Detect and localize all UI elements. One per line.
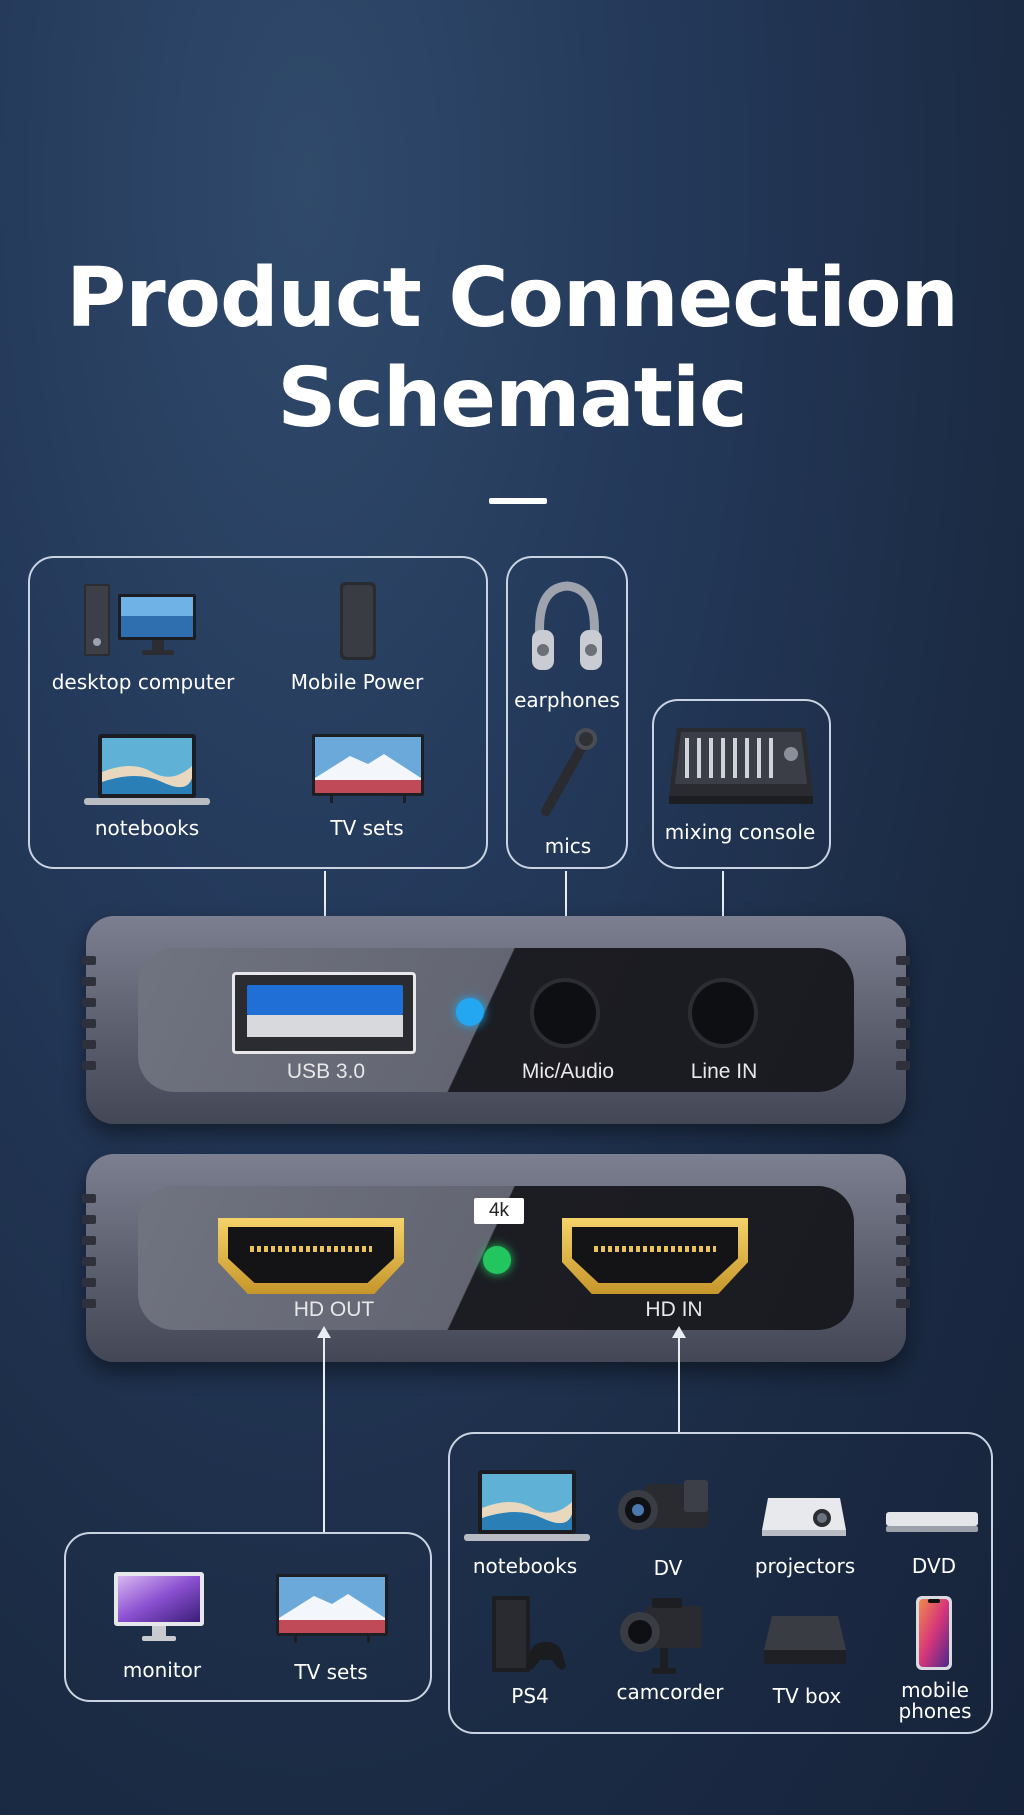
input-item-label-projectors: projectors bbox=[754, 1554, 856, 1578]
laptop-icon bbox=[464, 1470, 590, 1541]
input-item-label-mobile-phones: mobile phones bbox=[898, 1680, 971, 1722]
hd-in-port-label: HD IN bbox=[645, 1298, 703, 1321]
hd-out-port-label: HD OUT bbox=[293, 1298, 375, 1321]
bottom-port-panel: HD OUT 4k HD IN bbox=[138, 1186, 854, 1330]
desktop-computer-icon bbox=[84, 584, 196, 656]
mixing-console-icon bbox=[669, 728, 813, 804]
video-camera-icon bbox=[618, 1480, 708, 1530]
hd-out-connector-line bbox=[323, 1336, 325, 1532]
top-port-panel: USB 3.0 Mic/Audio Line IN bbox=[138, 948, 854, 1092]
audio-item-label-earphones: earphones bbox=[514, 688, 620, 712]
title-divider bbox=[489, 498, 547, 504]
input-item-label-dvd: DVD bbox=[911, 1554, 957, 1578]
right-vents-bottom bbox=[896, 1194, 910, 1320]
input-item-label-tv-box: TV box bbox=[772, 1684, 842, 1708]
left-vents-bottom bbox=[82, 1194, 96, 1320]
input-item-label-camcorder: camcorder bbox=[616, 1680, 724, 1704]
status-led-green bbox=[483, 1246, 511, 1274]
usb-item-label-tv-sets: TV sets bbox=[330, 816, 404, 840]
usb-port[interactable] bbox=[232, 972, 416, 1054]
input-devices-box bbox=[448, 1432, 993, 1734]
monitor-icon bbox=[114, 1572, 204, 1641]
mobile-phones-label-line1: mobile bbox=[901, 1678, 969, 1702]
output-item-label-monitor: monitor bbox=[122, 1658, 202, 1682]
usb-item-label-notebooks: notebooks bbox=[94, 816, 200, 840]
line-in-devices-box bbox=[652, 699, 831, 869]
camcorder-icon bbox=[620, 1598, 702, 1674]
mobile-phones-label-line2: phones bbox=[898, 1699, 972, 1723]
usb-port-label: USB 3.0 bbox=[286, 1060, 366, 1083]
power-bank-icon bbox=[340, 582, 376, 660]
usb-devices-box bbox=[28, 556, 488, 869]
output-item-label-tv-sets: TV sets bbox=[294, 1660, 368, 1684]
projector-icon bbox=[762, 1498, 846, 1536]
capture-device-top-face: USB 3.0 Mic/Audio Line IN bbox=[82, 916, 910, 1124]
output-devices-box bbox=[64, 1532, 432, 1702]
laptop-icon bbox=[84, 734, 210, 805]
tv-box-icon bbox=[764, 1616, 846, 1664]
line-in-jack[interactable] bbox=[688, 978, 758, 1048]
tv-icon bbox=[312, 734, 424, 803]
left-vents bbox=[82, 956, 96, 1082]
mic-audio-jack[interactable] bbox=[530, 978, 600, 1048]
input-item-label-dv: DV bbox=[653, 1556, 683, 1580]
resolution-badge: 4k bbox=[474, 1198, 524, 1224]
smartphone-icon bbox=[916, 1596, 952, 1670]
usb-item-label-desktop: desktop computer bbox=[51, 670, 235, 694]
hdmi-out-port[interactable] bbox=[218, 1218, 404, 1294]
dvd-player-icon bbox=[886, 1512, 978, 1532]
usb-item-label-mobile-power: Mobile Power bbox=[290, 670, 424, 694]
microphone-icon bbox=[541, 728, 597, 816]
headphones-icon bbox=[532, 581, 602, 670]
audio-item-label-mics: mics bbox=[544, 834, 592, 858]
hd-out-connector-arrow bbox=[317, 1326, 331, 1338]
hd-in-connector-arrow bbox=[672, 1326, 686, 1338]
input-item-label-notebooks: notebooks bbox=[472, 1554, 578, 1578]
line-item-label-mixing-console: mixing console bbox=[664, 820, 816, 844]
tv-icon bbox=[276, 1574, 388, 1643]
hd-in-connector-line bbox=[678, 1336, 680, 1432]
game-console-icon bbox=[492, 1596, 566, 1672]
line-in-port-label: Line IN bbox=[690, 1060, 758, 1083]
audio-devices-box bbox=[506, 556, 628, 869]
input-item-label-ps4: PS4 bbox=[511, 1684, 549, 1708]
right-vents bbox=[896, 956, 910, 1082]
capture-device-bottom-face: HD OUT 4k HD IN bbox=[82, 1154, 910, 1362]
mic-audio-port-label: Mic/Audio bbox=[521, 1060, 615, 1083]
page-title-line2: Schematic bbox=[277, 351, 747, 446]
page-title-line1: Product Connection bbox=[66, 251, 959, 346]
status-led-blue bbox=[456, 998, 484, 1026]
hdmi-in-port[interactable] bbox=[562, 1218, 748, 1294]
